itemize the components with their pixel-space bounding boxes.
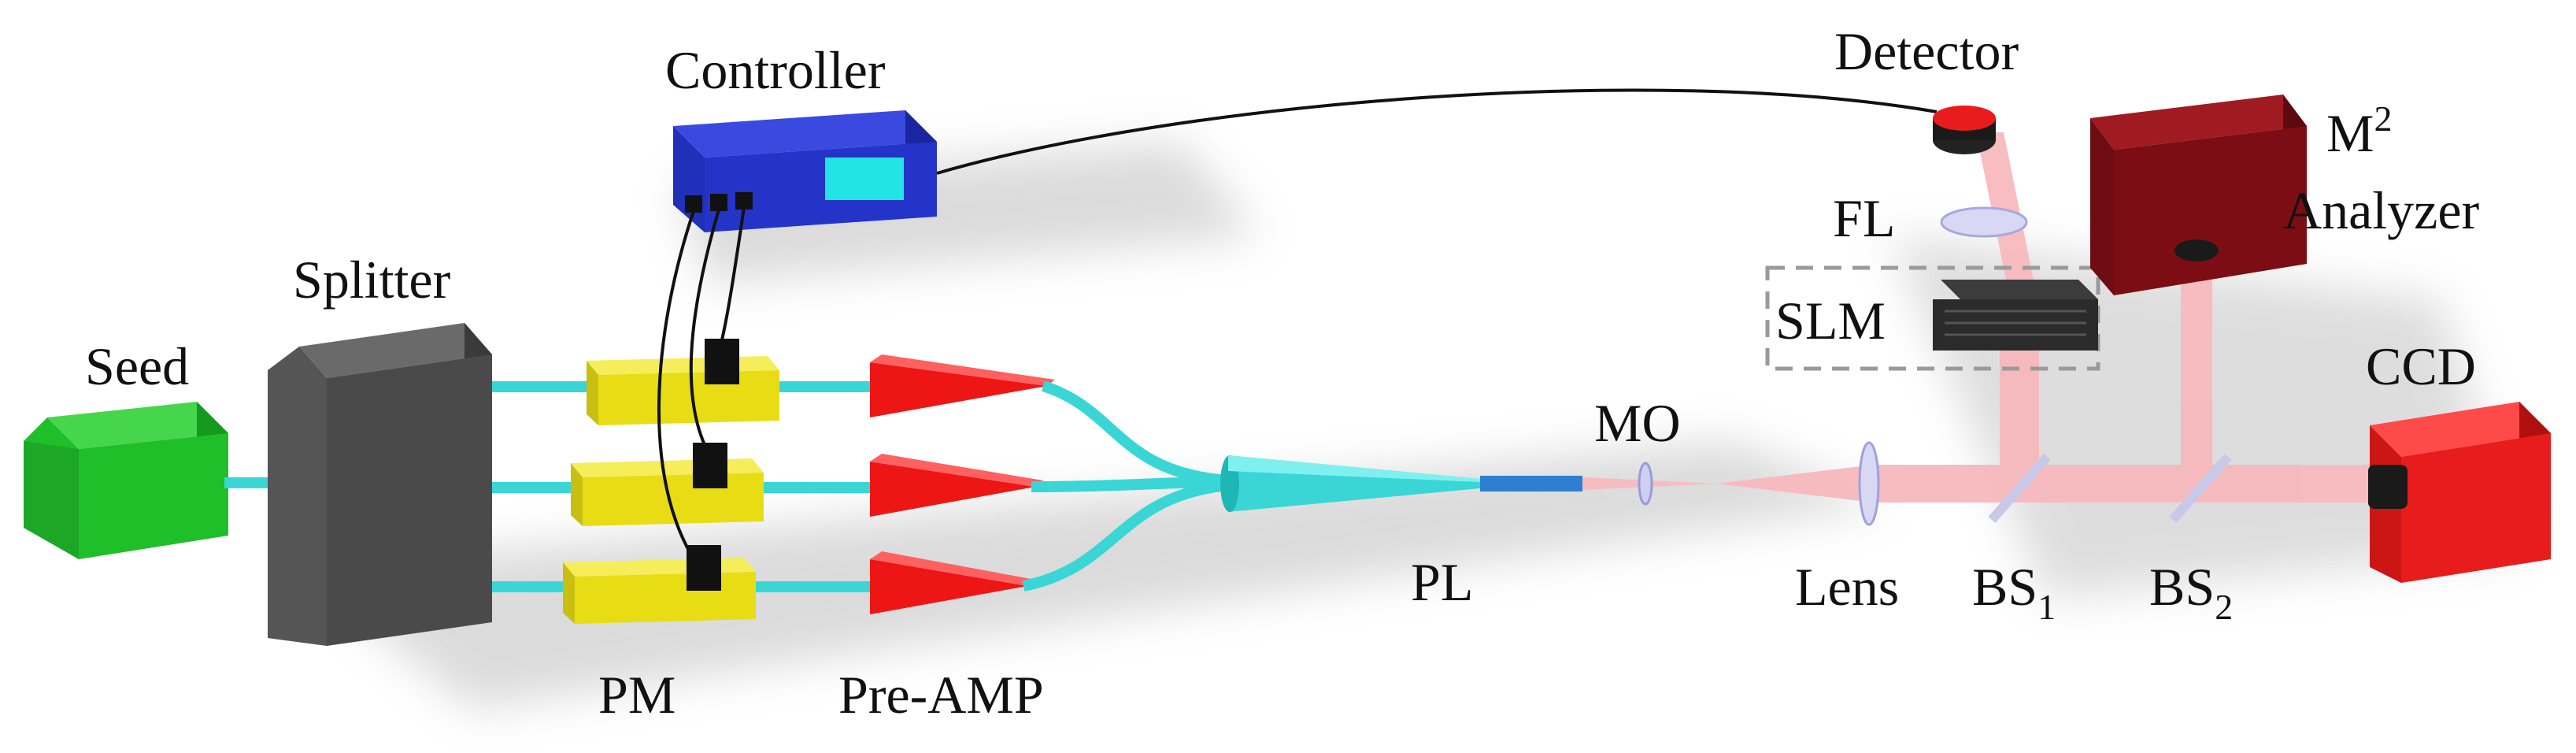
mo-lens — [1638, 462, 1653, 506]
slm-device — [1933, 280, 2098, 351]
slm-label: SLM — [1775, 291, 1886, 351]
analyzer-label: Analyzer — [2283, 180, 2480, 240]
pm-label: PM — [598, 665, 675, 725]
ccd-label: CCD — [2366, 336, 2476, 396]
preamp-1 — [870, 354, 1055, 417]
beam-path — [1582, 132, 2378, 503]
pm-modulator-3 — [563, 545, 756, 624]
fl-label: FL — [1833, 188, 1895, 248]
pl-fiber — [1480, 476, 1582, 491]
pm-modulator-1 — [587, 339, 779, 425]
m2-analyzer-box — [2090, 95, 2307, 295]
ccd-camera — [2368, 402, 2551, 583]
fiber-seed — [224, 477, 272, 488]
bs1-splitter — [1988, 454, 2051, 523]
bs2-label: BS2 — [2149, 557, 2233, 627]
bs2-splitter — [2169, 454, 2232, 523]
splitter-box — [268, 323, 492, 646]
seed-label: Seed — [85, 336, 189, 396]
lens-label: Lens — [1795, 557, 1899, 617]
mo-label: MO — [1594, 393, 1681, 453]
m2-label: M2 — [2326, 98, 2392, 163]
detector-device — [1933, 106, 1996, 154]
bs1-label: BS1 — [1972, 557, 2056, 627]
controller-cables — [657, 88, 1938, 577]
preamp-3 — [870, 551, 1035, 614]
seed-laser — [24, 402, 228, 559]
pm-modulator-2 — [571, 443, 764, 526]
fibers-to-pl — [1022, 380, 1229, 592]
fiber-lines — [492, 381, 870, 592]
photonic-lantern — [1220, 455, 1582, 512]
splitter-label: Splitter — [293, 250, 451, 310]
fl-lens — [1940, 206, 2028, 238]
focus-lens — [1858, 441, 1880, 526]
preamp-2 — [870, 454, 1043, 517]
pl-label: PL — [1411, 552, 1473, 612]
detector-label: Detector — [1834, 21, 2019, 81]
controller-label: Controller — [665, 40, 886, 100]
controller-box — [673, 110, 937, 232]
controller-screen — [825, 158, 904, 200]
preamp-label: Pre-AMP — [838, 665, 1044, 725]
